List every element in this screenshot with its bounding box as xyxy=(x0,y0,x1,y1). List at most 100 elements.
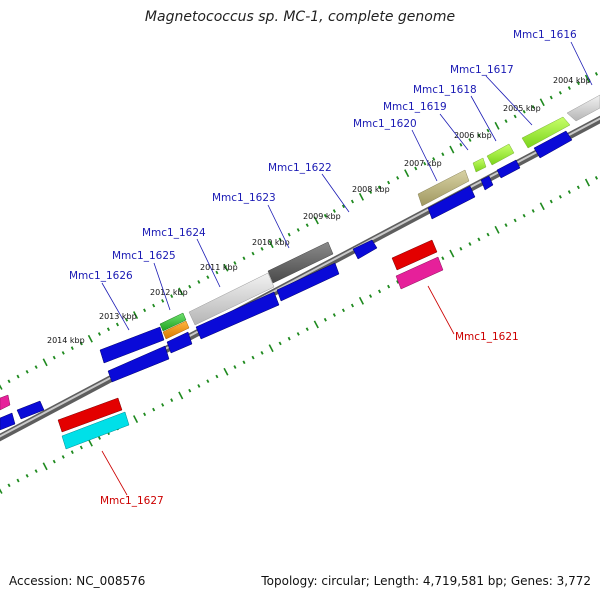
major-tick xyxy=(313,216,319,225)
gene-label[interactable]: Mmc1_1622 xyxy=(268,162,332,174)
kbp-label: 2007 kbp xyxy=(404,159,442,168)
gene-feature[interactable] xyxy=(267,241,334,284)
gene-feature[interactable] xyxy=(162,320,190,340)
gene-arrow[interactable] xyxy=(352,239,378,260)
minor-tick xyxy=(287,336,291,341)
gene-label[interactable]: Mmc1_1620 xyxy=(353,118,417,130)
gene-arrow[interactable] xyxy=(427,185,476,220)
forward-lane-blue xyxy=(0,130,573,431)
gene-arrow[interactable] xyxy=(107,345,170,383)
major-tick xyxy=(404,169,410,178)
major-tick xyxy=(539,98,545,107)
minor-tick xyxy=(414,166,418,171)
gene-arrow[interactable] xyxy=(0,394,11,411)
gene-arrow[interactable] xyxy=(57,397,123,433)
minor-tick xyxy=(369,190,373,194)
minor-tick xyxy=(522,213,526,218)
gene-label[interactable]: Mmc1_1627 xyxy=(100,495,164,507)
kbp-label: 2011 kbp xyxy=(200,263,238,272)
major-tick xyxy=(132,415,139,423)
minor-tick xyxy=(305,223,309,228)
leader-line xyxy=(411,129,438,182)
minor-tick xyxy=(260,350,264,355)
minor-tick xyxy=(341,204,345,209)
minor-tick xyxy=(215,270,219,275)
minor-tick xyxy=(7,483,11,488)
major-tick xyxy=(358,296,365,305)
major-tick xyxy=(449,249,455,258)
gene-feature[interactable] xyxy=(566,94,600,122)
gene-label[interactable]: Mmc1_1621 xyxy=(455,331,519,343)
kbp-label: 2006 kbp xyxy=(454,131,492,140)
gene-label[interactable]: Mmc1_1616 xyxy=(513,29,577,41)
gene-feature[interactable] xyxy=(188,272,275,326)
minor-tick xyxy=(79,445,83,450)
minor-tick xyxy=(143,412,147,417)
gene-arrow[interactable] xyxy=(166,331,193,354)
gene-feature[interactable] xyxy=(417,169,470,207)
label-leaders xyxy=(101,41,593,496)
gene-label[interactable]: Mmc1_1625 xyxy=(112,250,176,262)
gene-label[interactable]: Mmc1_1626 xyxy=(69,270,133,282)
forward-lane-upper xyxy=(159,94,600,340)
minor-tick xyxy=(251,251,255,256)
major-tick xyxy=(87,334,93,343)
gene-arrow[interactable] xyxy=(99,326,165,364)
minor-tick xyxy=(16,478,20,483)
gene-arrow[interactable] xyxy=(480,175,494,191)
major-tick xyxy=(0,488,3,494)
gene-feature[interactable] xyxy=(486,143,515,166)
gene-arrow[interactable] xyxy=(496,159,521,179)
minor-tick xyxy=(287,232,291,237)
gene-arrow[interactable] xyxy=(391,239,438,271)
minor-tick xyxy=(468,138,472,142)
major-tick xyxy=(0,384,3,390)
minor-tick xyxy=(486,232,490,237)
gene-label[interactable]: Mmc1_1619 xyxy=(383,101,447,113)
minor-tick xyxy=(161,299,165,303)
gene-label[interactable]: Mmc1_1624 xyxy=(142,227,206,239)
minor-tick xyxy=(522,109,526,114)
major-tick xyxy=(178,287,184,296)
leader-line xyxy=(321,173,350,213)
minor-tick xyxy=(567,190,571,194)
minor-tick xyxy=(152,407,156,412)
gene-arrow[interactable] xyxy=(276,262,340,302)
leader-line xyxy=(485,75,533,126)
gene-arrow[interactable] xyxy=(533,130,573,159)
minor-tick xyxy=(341,308,345,313)
minor-tick xyxy=(378,289,382,294)
gene-arrow[interactable] xyxy=(16,400,45,420)
gene-feature[interactable] xyxy=(472,157,487,173)
gene-arrow[interactable] xyxy=(395,256,444,290)
gene-label[interactable]: Mmc1_1623 xyxy=(212,192,276,204)
minor-tick xyxy=(97,332,101,336)
minor-tick xyxy=(296,228,300,232)
gene-label[interactable]: Mmc1_1618 xyxy=(413,84,477,96)
minor-tick xyxy=(396,176,400,180)
gene-arrow[interactable] xyxy=(0,412,16,431)
kbp-scale: 2004 kbp 2005 kbp 2006 kbp 2007 kbp 2008… xyxy=(47,76,591,345)
major-tick xyxy=(539,202,545,211)
minor-tick xyxy=(242,256,246,261)
minor-tick xyxy=(594,71,598,76)
gene-labels: Mmc1_1616 Mmc1_1617 Mmc1_1618 Mmc1_1619 … xyxy=(69,29,577,507)
minor-tick xyxy=(576,81,580,86)
minor-tick xyxy=(323,213,327,218)
minor-tick xyxy=(170,294,174,298)
minor-tick xyxy=(188,388,192,393)
gene-arrow[interactable] xyxy=(195,291,280,340)
gene-label[interactable]: Mmc1_1617 xyxy=(450,64,514,76)
minor-tick xyxy=(305,327,309,332)
minor-tick xyxy=(486,128,490,133)
minor-tick xyxy=(513,218,517,223)
gene-arrow[interactable] xyxy=(61,411,130,450)
minor-tick xyxy=(558,194,562,199)
gene-feature[interactable] xyxy=(159,312,187,332)
minor-tick xyxy=(468,242,472,246)
gene-feature[interactable] xyxy=(521,116,571,149)
major-tick xyxy=(268,240,274,249)
minor-tick xyxy=(70,346,74,350)
minor-tick xyxy=(260,246,264,251)
